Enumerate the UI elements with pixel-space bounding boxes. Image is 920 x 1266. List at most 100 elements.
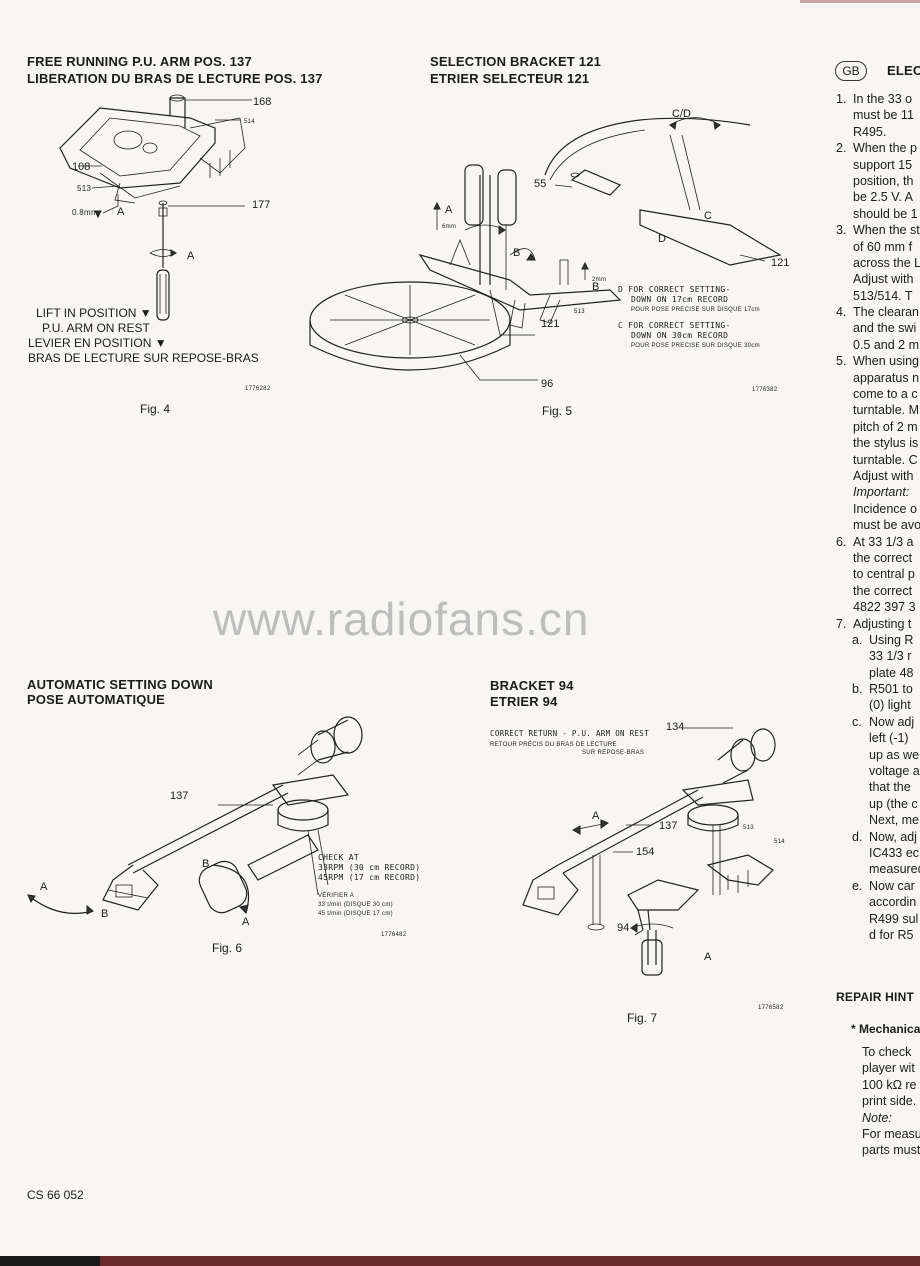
mechanical-text-line: print side. (862, 1094, 917, 1109)
right-text-content: must be avo (853, 518, 920, 533)
right-text-content: Now adj (869, 714, 915, 729)
right-text-line: R499 sul (836, 911, 920, 927)
fig6-label-B2: B (202, 858, 210, 870)
right-text-number: 6. (836, 534, 847, 549)
fig7-label-154: 154 (636, 846, 655, 858)
right-text-number: 1. (836, 92, 847, 106)
repair-hints-heading: REPAIR HINT (836, 990, 914, 1004)
right-text-line: 1. In the 33 o (836, 91, 920, 107)
right-text-content: 4822 397 3 (853, 600, 916, 615)
fig7-label-A1: A (592, 810, 600, 822)
right-text-line: voltage a (836, 763, 920, 779)
fig6-check-1: CHECK AT (318, 853, 359, 862)
right-text-line: (0) light (836, 697, 920, 713)
right-text-line: d.Now, adj (836, 829, 920, 845)
fig6-verify-2: 33 t/min (DISQUE 30 cm) (318, 902, 393, 908)
right-text-content: R499 sul (869, 911, 919, 926)
fig5-label-121b: 121 (541, 318, 560, 330)
right-text-content: must be 11 (853, 108, 914, 123)
right-text-number: 3. (836, 223, 847, 238)
right-text-content: the stylus is (853, 436, 919, 451)
mechanical-heading: * Mechanica (851, 1022, 920, 1036)
right-text-line: be 2.5 V. A (836, 189, 920, 205)
fig5-noteC-2: DOWN ON 30cm RECORD (631, 331, 729, 340)
right-text-line: the stylus is (836, 435, 920, 451)
fig7-label-513: 513 (743, 825, 754, 831)
right-text-line: Adjust with (836, 271, 920, 287)
fig4-label-168: 168 (253, 96, 272, 108)
fig5-label-55: 55 (534, 178, 547, 190)
right-text-line: up (the c (836, 796, 920, 812)
right-text-content: measured (869, 862, 920, 877)
fig4-code: 1776282 (245, 386, 271, 392)
right-text-number: d. (852, 829, 863, 844)
fig7-note-3: SUR REPOSE-BRAS (582, 750, 645, 756)
right-text-content: When using (853, 354, 920, 369)
right-text-number: 4. (836, 305, 847, 320)
fig6-heading-en: AUTOMATIC SETTING DOWN (27, 677, 213, 692)
right-text-line: accordin (836, 894, 920, 910)
watermark: www.radiofans.cn (213, 593, 590, 645)
mechanical-text-line: player wit (862, 1061, 915, 1076)
right-text-content: come to a c (853, 387, 918, 402)
right-text-content: R501 to (869, 682, 913, 697)
fig5-label-D: D (658, 233, 666, 245)
right-text-line: Next, me (836, 812, 920, 828)
right-text-number: 2. (836, 141, 847, 156)
right-text-content: d for R5 (869, 927, 914, 942)
right-text-content: R495. (853, 124, 887, 139)
fig7-heading-fr: ETRIER 94 (490, 694, 558, 709)
right-text-content: across the L (853, 255, 920, 270)
right-text-line: b.R501 to (836, 681, 920, 697)
right-text-content: Adjust with (853, 468, 914, 483)
right-text-line: 7.Adjusting t (836, 616, 920, 632)
right-text-content: 33 1/3 r (869, 649, 912, 664)
document-code: CS 66 052 (27, 1188, 84, 1202)
fig7-caption: Fig. 7 (627, 1011, 658, 1025)
fig5-label-A: A (445, 204, 453, 216)
right-text-line: Incidence o (836, 501, 920, 517)
right-text-line: must be avo (836, 517, 920, 533)
right-text-content: voltage a (869, 764, 920, 779)
right-text-content: When the p (853, 141, 917, 156)
right-text-content: Incidence o (853, 501, 917, 516)
fig4-note-3: LEVIER EN POSITION ▼ (28, 336, 167, 350)
mechanical-text-line: For measu (862, 1127, 920, 1142)
fig4-note-4: BRAS DE LECTURE SUR REPOSE-BRAS (28, 351, 259, 365)
right-text-content: In the 33 o (853, 92, 913, 106)
fig7-note-1: CORRECT RETURN - P.U. ARM ON REST (490, 729, 649, 738)
mechanical-text-line: Note: (862, 1110, 892, 1125)
right-text-content: position, th (853, 173, 914, 188)
right-text-content: turntable. M (853, 403, 920, 418)
fig5-label-513: 513 (574, 309, 585, 315)
right-text-content: Adjusting t (853, 616, 912, 631)
fig5-label-cd: C/D (672, 108, 691, 120)
fig5-noteD-3: POUR POSE PRECISE SUR DISQUE 17cm (631, 307, 760, 313)
right-text-content: turntable. C (853, 452, 918, 467)
right-text-content: (0) light (869, 698, 911, 713)
fig7-note-2: RETOUR PRÉCIS DU BRAS DE LECTURE (490, 742, 617, 748)
fig4-drawing (59, 94, 252, 321)
right-text-content: Important: (853, 485, 910, 500)
right-text-content: up as we (869, 747, 920, 762)
right-text-line: 2. When the p (836, 140, 920, 156)
right-text-line: turntable. M (836, 402, 920, 418)
right-text-line: 4822 397 3 (836, 599, 920, 615)
fig5-noteD-2: DOWN ON 17cm RECORD (631, 295, 729, 304)
right-text-line: pitch of 2 m (836, 419, 920, 435)
right-text-line: apparatus n (836, 370, 920, 386)
right-text-number: c. (852, 714, 862, 729)
right-text-content: Adjust with (853, 272, 914, 287)
right-text-content: pitch of 2 m (853, 419, 918, 434)
right-text-content: and the swi (853, 321, 917, 336)
right-text-number: e. (852, 878, 863, 893)
right-text-line: the correct (836, 583, 920, 599)
fig6-check-3: 45RPM (17 cm RECORD) (318, 873, 421, 882)
fig6-label-A2: A (242, 916, 250, 928)
fig5-label-2mm: 2mm (592, 277, 607, 283)
fig6-verify-3: 45 t/min (DISQUE 17 cm) (318, 911, 393, 917)
fig6-label-A1: A (40, 881, 48, 893)
fig5-label-C: C (704, 210, 712, 222)
